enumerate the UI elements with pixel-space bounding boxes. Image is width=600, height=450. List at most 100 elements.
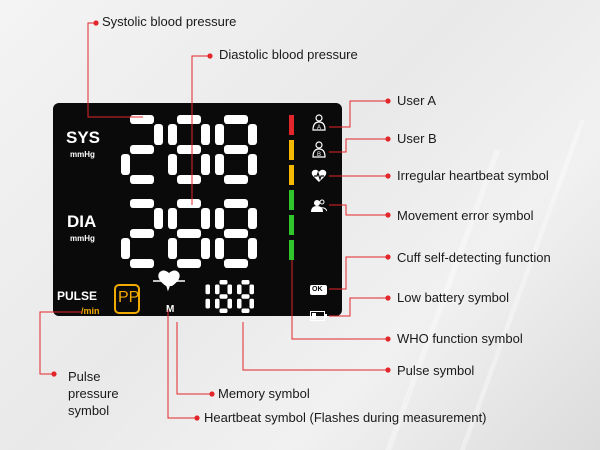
- pp-label: PP: [118, 289, 140, 306]
- leader-line: [87, 22, 143, 118]
- digit-segment: [154, 124, 163, 145]
- digit-segment: [224, 199, 248, 208]
- digit-segment: [130, 259, 154, 268]
- digit-segment: [219, 294, 228, 299]
- callout-user-a: User A: [397, 93, 437, 108]
- digit-segment: [224, 145, 248, 154]
- callout-pulse-pressure: Pulse pressure symbol: [68, 369, 119, 418]
- leader-dot: [385, 173, 391, 179]
- digit-segment: [201, 154, 210, 175]
- leader-dot: [51, 371, 57, 377]
- lcd-display: [53, 103, 342, 316]
- leader-dot: [207, 53, 213, 59]
- leader-line: [329, 138, 388, 153]
- callout-heartbeat: Heartbeat symbol (Flashes during measure…: [204, 410, 487, 425]
- digit-segment: [237, 298, 242, 309]
- digit-segment: [177, 229, 201, 238]
- digit-segment: [215, 154, 224, 175]
- digit-segment: [227, 284, 232, 295]
- who-bar: [289, 215, 294, 235]
- digit-segment: [219, 308, 228, 313]
- digit-segment: [177, 259, 201, 268]
- digit-segment: [130, 229, 154, 238]
- memory-label: M: [166, 304, 175, 315]
- who-bar: [289, 165, 294, 185]
- pulse-label: PULSE: [57, 289, 98, 303]
- dia-unit: mmHg: [70, 234, 95, 243]
- digit-segment: [248, 154, 257, 175]
- digit-segment: [237, 284, 242, 295]
- digit-segment: [215, 208, 224, 229]
- digit-segment: [224, 229, 248, 238]
- who-bar: [289, 190, 294, 210]
- digit-segment: [227, 298, 232, 309]
- cuff-ok-label: OK: [312, 286, 323, 293]
- digit-segment: [241, 280, 250, 285]
- callout-pulse: Pulse symbol: [397, 363, 475, 378]
- leader-line: [329, 256, 388, 290]
- svg-text:B: B: [317, 152, 321, 158]
- digit-segment: [130, 175, 154, 184]
- digit-segment: [154, 208, 163, 229]
- low-battery-icon: [310, 311, 327, 321]
- digit-segment: [130, 145, 154, 154]
- digit-segment: [248, 208, 257, 229]
- who-bar: [289, 140, 294, 160]
- digit-segment: [224, 115, 248, 124]
- movement-error-icon: [311, 199, 327, 212]
- digit-segment: [215, 284, 220, 295]
- leader-dot: [385, 295, 391, 301]
- callout-who: WHO function symbol: [397, 331, 523, 346]
- callout-movement: Movement error symbol: [397, 208, 534, 223]
- leader-line: [191, 55, 210, 205]
- leader-line: [291, 260, 388, 340]
- digit-segment: [215, 238, 224, 259]
- digit-segment: [249, 298, 254, 309]
- pulse-pressure-symbol: [114, 284, 140, 314]
- leader-dot: [385, 136, 391, 142]
- leader-dot: [385, 336, 391, 342]
- sys-unit: mmHg: [70, 150, 95, 159]
- digit-segment: [215, 298, 220, 309]
- cuff-ok-icon: [310, 285, 327, 295]
- callout-irregular: Irregular heartbeat symbol: [397, 168, 549, 183]
- digit-segment: [121, 238, 130, 259]
- callout-cuff: Cuff self-detecting function: [397, 250, 551, 265]
- callout-battery: Low battery symbol: [397, 290, 509, 305]
- callout-user-b: User B: [397, 131, 437, 146]
- digit-segment: [205, 284, 210, 295]
- pulse-unit: /min: [81, 306, 100, 316]
- user-b-icon: B: [312, 141, 326, 158]
- leader-dot: [385, 254, 391, 260]
- leader-line: [329, 297, 388, 317]
- digit-segment: [248, 124, 257, 145]
- heartbeat-trace-icon: [153, 272, 185, 292]
- digit-segment: [224, 175, 248, 184]
- leader-dot: [385, 212, 391, 218]
- leader-line: [242, 322, 388, 371]
- irregular-heartbeat-icon: [311, 169, 327, 182]
- digit-segment: [241, 308, 250, 313]
- digit-segment: [177, 175, 201, 184]
- leader-dot: [93, 20, 99, 26]
- callout-memory: Memory symbol: [218, 386, 310, 401]
- digit-segment: [168, 238, 177, 259]
- digit-segment: [248, 238, 257, 259]
- svg-text:A: A: [317, 125, 321, 131]
- digit-segment: [168, 124, 177, 145]
- leader-dot: [385, 367, 391, 373]
- leader-line: [329, 100, 388, 128]
- callout-systolic: Systolic blood pressure: [102, 14, 237, 29]
- sys-label: SYS: [66, 128, 101, 147]
- leader-dot: [194, 415, 200, 421]
- digit-segment: [168, 154, 177, 175]
- digit-segment: [219, 280, 228, 285]
- digit-segment: [177, 199, 201, 208]
- digit-segment: [241, 294, 250, 299]
- digit-segment: [177, 115, 201, 124]
- digit-segment: [168, 208, 177, 229]
- digit-segment: [224, 259, 248, 268]
- leader-line: [39, 311, 82, 375]
- callout-diastolic: Diastolic blood pressure: [219, 47, 358, 62]
